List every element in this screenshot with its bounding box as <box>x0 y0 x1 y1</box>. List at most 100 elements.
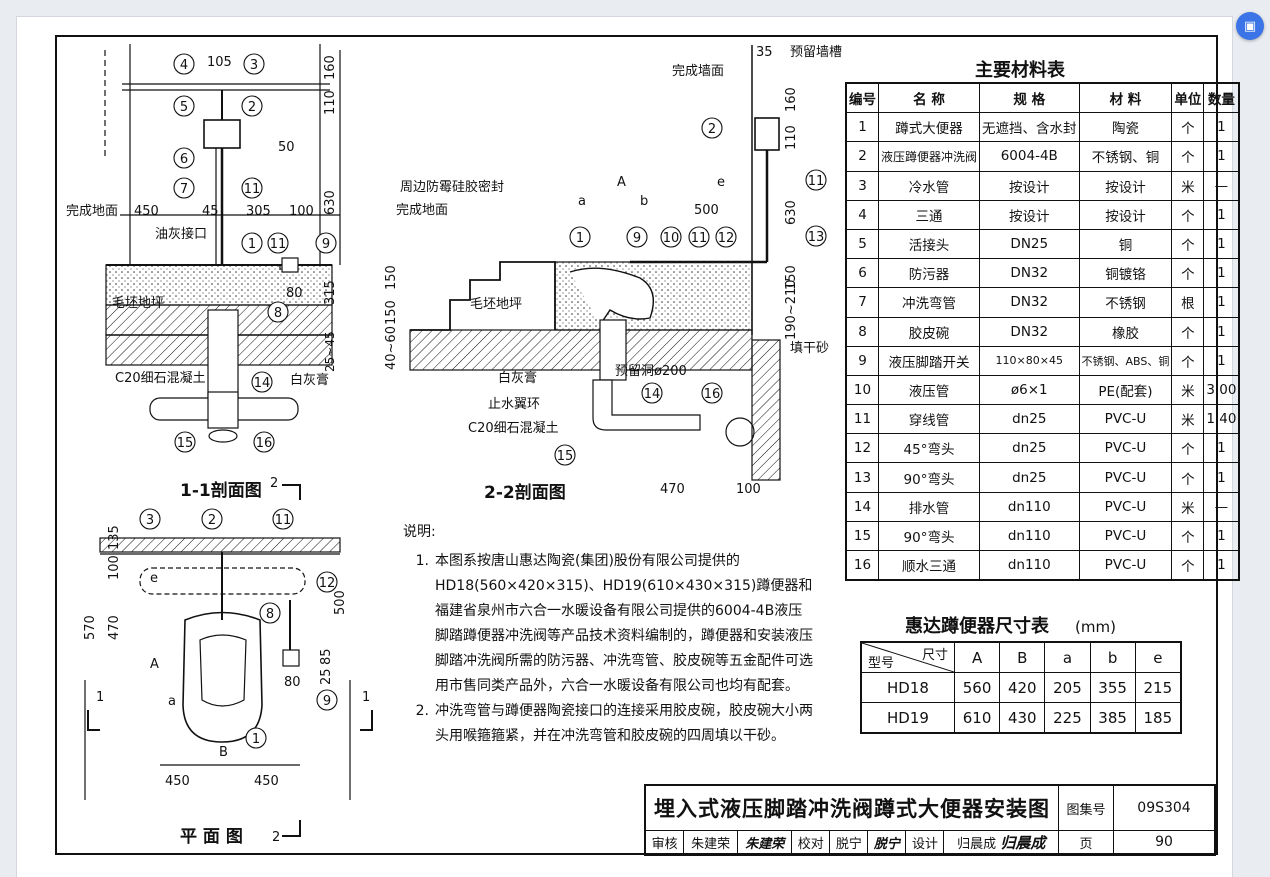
plan-balloons <box>139 508 338 749</box>
materials-cell: 12 <box>845 433 879 464</box>
svg-text:470: 470 <box>660 482 685 497</box>
materials-cell: 个 <box>1171 112 1205 143</box>
balloon: 15 <box>557 449 574 464</box>
svg-text:160: 160 <box>784 87 799 112</box>
materials-cell: PVC-U <box>1078 491 1173 522</box>
materials-cell: 90°弯头 <box>877 462 981 493</box>
svg-text:135: 135 <box>107 525 122 550</box>
section-1-1-balloon-numbers: 4 3 5 2 6 7 11 1 11 9 8 14 15 16 <box>177 58 330 451</box>
materials-cell: 按设计 <box>979 170 1080 201</box>
materials-cell: PVC-U <box>1078 433 1173 464</box>
materials-cell: 1 <box>1203 316 1240 347</box>
balloon: 12 <box>718 231 735 246</box>
materials-cell: 14 <box>845 491 879 522</box>
section-2-2-labels: 完成墙面 预留墙槽 周边防霉硅胶密封 完成地面 毛坯地坪 白灰膏 止水翼环 C2… <box>396 45 842 436</box>
materials-cell: 个 <box>1171 550 1205 581</box>
materials-cell: 橡胶 <box>1078 316 1173 347</box>
dim-cell: 610 <box>953 702 1001 734</box>
balloon: 9 <box>323 694 331 709</box>
materials-cell: 不锈钢、ABS、铜 <box>1078 345 1173 376</box>
title-block: 埋入式液压脚踏冲洗阀蹲式大便器安装图 图集号 09S304 审核 朱建荣 朱建荣… <box>644 784 1216 856</box>
note-item: 2. 冲洗弯管与蹲便器陶瓷接口的连接采用胶皮碗，胶皮碗大小两头用喉箍箍紧，并在冲… <box>403 699 813 749</box>
balloon: 11 <box>270 237 287 252</box>
dim-cell: 185 <box>1134 702 1182 734</box>
materials-cell: 液压蹲便器冲洗阀 <box>877 141 981 172</box>
materials-cell: 1 <box>1203 433 1240 464</box>
materials-header-cell: 名 称 <box>877 82 981 114</box>
section-1-1-dims: 105 50 450 45 305 100 110 160 630 80 315… <box>134 55 338 372</box>
dim-col: e <box>1134 641 1182 673</box>
materials-cell: 11 <box>845 404 879 435</box>
dimensions-title-text: 惠达蹲便器尺寸表 <box>905 616 1049 637</box>
materials-cell: 米 <box>1171 404 1205 435</box>
reviewer-name: 朱建荣 <box>683 830 739 855</box>
materials-cell: 1.40 <box>1203 404 1240 435</box>
svg-text:160: 160 <box>323 55 338 80</box>
dim-cell: 225 <box>1044 702 1091 734</box>
materials-cell: 米 <box>1171 374 1205 406</box>
balloon: 2 <box>208 513 216 528</box>
plan-section-mark: 2 <box>272 830 281 845</box>
materials-cell: DN32 <box>979 258 1080 289</box>
floating-action-button[interactable]: ▣ <box>1236 12 1264 40</box>
materials-cell: 6004-4B <box>979 141 1080 172</box>
materials-header-cell: 编号 <box>845 82 879 114</box>
materials-cell: 液压脚踏开关 <box>877 345 981 376</box>
materials-cell: 按设计 <box>1078 170 1173 201</box>
svg-text:85: 85 <box>319 648 334 665</box>
balloon: 11 <box>244 182 261 197</box>
reviewer-signature: 朱建荣 <box>737 830 793 855</box>
notes-heading: 说明: <box>403 524 436 540</box>
balloon: 11 <box>808 174 825 189</box>
svg-text:500: 500 <box>694 203 719 218</box>
materials-cell: PVC-U <box>1078 520 1173 552</box>
svg-text:完成墙面: 完成墙面 <box>672 64 724 79</box>
balloon: 3 <box>146 513 154 528</box>
svg-text:315: 315 <box>323 280 338 305</box>
atlas-label: 图集号 <box>1058 784 1114 831</box>
section-2-2-balloons <box>554 117 827 466</box>
svg-text:b: b <box>640 194 648 209</box>
dim-cell: 430 <box>999 702 1046 734</box>
dim-col: a <box>1044 641 1091 673</box>
dim-cell: 420 <box>999 672 1046 703</box>
materials-cell: DN32 <box>979 287 1080 318</box>
materials-cell: 4 <box>845 199 879 230</box>
dim-model: HD19 <box>860 702 955 734</box>
materials-cell: 活接头 <box>877 228 981 260</box>
balloon: 2 <box>248 100 256 115</box>
materials-cell: 1 <box>1203 287 1240 318</box>
materials-cell: 冲洗弯管 <box>877 287 981 318</box>
materials-cell: 13 <box>845 462 879 493</box>
balloon: 8 <box>266 607 274 622</box>
materials-cell: 1 <box>1203 199 1240 230</box>
balloon: 14 <box>254 376 271 391</box>
section-1-1-title: 1-1剖面图 <box>180 481 262 501</box>
materials-cell: 2 <box>845 141 879 172</box>
materials-cell: 排水管 <box>877 491 981 522</box>
svg-text:500: 500 <box>333 590 348 615</box>
materials-cell: 8 <box>845 316 879 347</box>
materials-cell: 90°弯头 <box>877 520 981 552</box>
materials-cell: 1 <box>845 112 879 143</box>
materials-cell: 10 <box>845 374 879 406</box>
svg-text:C20细石混凝土: C20细石混凝土 <box>115 370 206 386</box>
materials-cell: 个 <box>1171 345 1205 376</box>
svg-text:630: 630 <box>784 200 799 225</box>
page-label: 页 <box>1058 830 1114 855</box>
materials-cell: 个 <box>1171 520 1205 552</box>
svg-text:C20细石混凝土: C20细石混凝土 <box>468 420 559 436</box>
svg-text:预留墙槽: 预留墙槽 <box>790 45 842 60</box>
svg-text:白灰膏: 白灰膏 <box>290 372 329 388</box>
materials-cell: dn25 <box>979 433 1080 464</box>
materials-cell: 个 <box>1171 316 1205 347</box>
dim-cell: 205 <box>1044 672 1091 703</box>
